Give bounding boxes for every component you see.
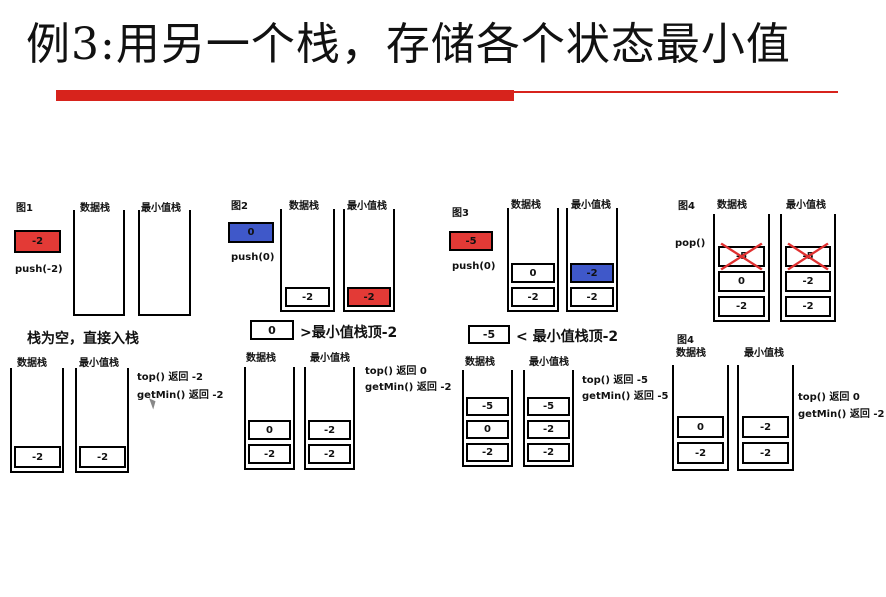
- fig4-label: 图4: [678, 201, 695, 212]
- fig2-min-stack: -2: [343, 209, 395, 312]
- title-underline-line: [514, 91, 838, 93]
- fig4-data-cell-popped: -5: [718, 242, 765, 271]
- fig1-note: 栈为空，直接入栈: [27, 331, 139, 347]
- fig1-op: push(-2): [15, 264, 63, 275]
- fig3-min-stack-label: 最小值栈: [571, 200, 611, 211]
- fig3b-min-stack: -5 -2 -2: [523, 370, 574, 467]
- fig3b-data-cell-1: -5: [466, 397, 509, 416]
- fig1b-min-stack: -2: [75, 368, 129, 473]
- fig2b-top-result: top() 返回 0: [365, 366, 427, 377]
- fig3-data-stack: 0 -2: [507, 208, 559, 312]
- fig4b-min-cell-2: -2: [742, 442, 789, 464]
- page-title: 例3:用另一个栈，存储各个状态最小值: [26, 19, 791, 70]
- fig4-min-cell-3: -2: [785, 296, 831, 317]
- fig2b-data-cell-1: 0: [248, 420, 291, 440]
- fig3b-min-stack-label: 最小值栈: [529, 357, 569, 368]
- fig2-data-cell: -2: [285, 287, 330, 307]
- fig3-compare-value: -5: [468, 325, 510, 344]
- fig1b-data-stack-label: 数据栈: [17, 358, 47, 369]
- fig3-min-stack: -2 -2: [566, 208, 618, 312]
- fig4-data-cell-3: -2: [718, 296, 765, 317]
- fig2-push-value: 0: [228, 222, 274, 243]
- fig1b-min-stack-label: 最小值栈: [79, 358, 119, 369]
- fig4b-label: 图4: [677, 335, 694, 346]
- fig2-min-stack-label: 最小值栈: [347, 201, 387, 212]
- fig3-min-cell-1: -2: [570, 263, 614, 283]
- fig3b-data-cell-2: 0: [466, 420, 509, 439]
- fig2-compare-value: 0: [250, 320, 294, 340]
- fig1-data-stack-label: 数据栈: [80, 203, 110, 214]
- fig1b-data-stack: -2: [10, 368, 64, 473]
- fig2-compare-text: >最小值栈顶-2: [300, 325, 398, 341]
- fig3b-min-cell-3: -2: [527, 443, 570, 462]
- fig2-min-cell: -2: [347, 287, 391, 307]
- fig2-data-stack-label: 数据栈: [289, 201, 319, 212]
- fig3-op: push(0): [452, 261, 496, 272]
- fig1-min-stack: [138, 210, 191, 316]
- fig3b-getmin-result: getMin() 返回 -5: [582, 391, 669, 402]
- fig1b-data-cell: -2: [14, 446, 61, 468]
- fig4b-data-stack: 0 -2: [672, 365, 729, 471]
- fig1-push-value: -2: [14, 230, 61, 253]
- fig3b-min-cell-1: -5: [527, 397, 570, 416]
- fig4b-top-result: top() 返回 0: [798, 392, 860, 403]
- fig2b-data-stack-label: 数据栈: [246, 353, 276, 364]
- fig3-label: 图3: [452, 208, 469, 219]
- fig2b-data-stack: 0 -2: [244, 367, 295, 470]
- fig1b-top-result: top() 返回 -2: [137, 372, 204, 383]
- fig3-data-cell-2: -2: [511, 287, 555, 307]
- fig2-label: 图2: [231, 201, 248, 212]
- fig1-min-stack-label: 最小值栈: [141, 203, 181, 214]
- fig3b-data-stack-label: 数据栈: [465, 357, 495, 368]
- fig4b-min-stack-label: 最小值栈: [744, 348, 784, 359]
- fig2b-min-cell-1: -2: [308, 420, 351, 440]
- fig4b-min-stack: -2 -2: [737, 365, 794, 471]
- fig4-min-cell-2: -2: [785, 271, 831, 292]
- fig2-data-stack: -2: [280, 209, 335, 312]
- fig3b-min-cell-2: -2: [527, 420, 570, 439]
- fig2b-data-cell-2: -2: [248, 444, 291, 464]
- fig4-min-cell-popped: -5: [785, 242, 831, 271]
- fig1b-min-cell: -2: [79, 446, 126, 468]
- fig4b-data-cell-1: 0: [677, 416, 724, 438]
- fig3-compare-text: < 最小值栈顶-2: [516, 329, 619, 345]
- fig3-data-cell-1: 0: [511, 263, 555, 283]
- fig3-min-cell-2: -2: [570, 287, 614, 307]
- fig2b-min-stack-label: 最小值栈: [310, 353, 350, 364]
- title-underline-bar: [56, 90, 514, 101]
- fig4b-min-cell-1: -2: [742, 416, 789, 438]
- fig4-min-stack: -5 -2 -2: [780, 214, 836, 322]
- fig3-push-value: -5: [449, 231, 493, 251]
- fig4b-data-cell-2: -2: [677, 442, 724, 464]
- fig3b-top-result: top() 返回 -5: [582, 375, 649, 386]
- fig3b-data-cell-3: -2: [466, 443, 509, 462]
- fig4-min-stack-label: 最小值栈: [786, 200, 826, 211]
- fig2b-getmin-result: getMin() 返回 -2: [365, 382, 452, 393]
- fig2-op: push(0): [231, 252, 275, 263]
- fig2b-min-stack: -2 -2: [304, 367, 355, 470]
- fig3-data-stack-label: 数据栈: [511, 200, 541, 211]
- fig4-data-cell-2: 0: [718, 271, 765, 292]
- fig4-op: pop(): [675, 238, 706, 249]
- fig1-data-stack: [73, 210, 125, 316]
- fig4-data-stack-label: 数据栈: [717, 200, 747, 211]
- fig4-data-stack: -5 0 -2: [713, 214, 770, 322]
- fig4b-data-stack-label: 数据栈: [676, 348, 706, 359]
- fig3b-data-stack: -5 0 -2: [462, 370, 513, 467]
- fig1b-getmin-result: getMin() 返回 -2: [137, 390, 224, 401]
- fig1-label: 图1: [16, 203, 33, 214]
- fig4b-getmin-result: getMin() 返回 -2: [798, 409, 885, 420]
- fig2b-min-cell-2: -2: [308, 444, 351, 464]
